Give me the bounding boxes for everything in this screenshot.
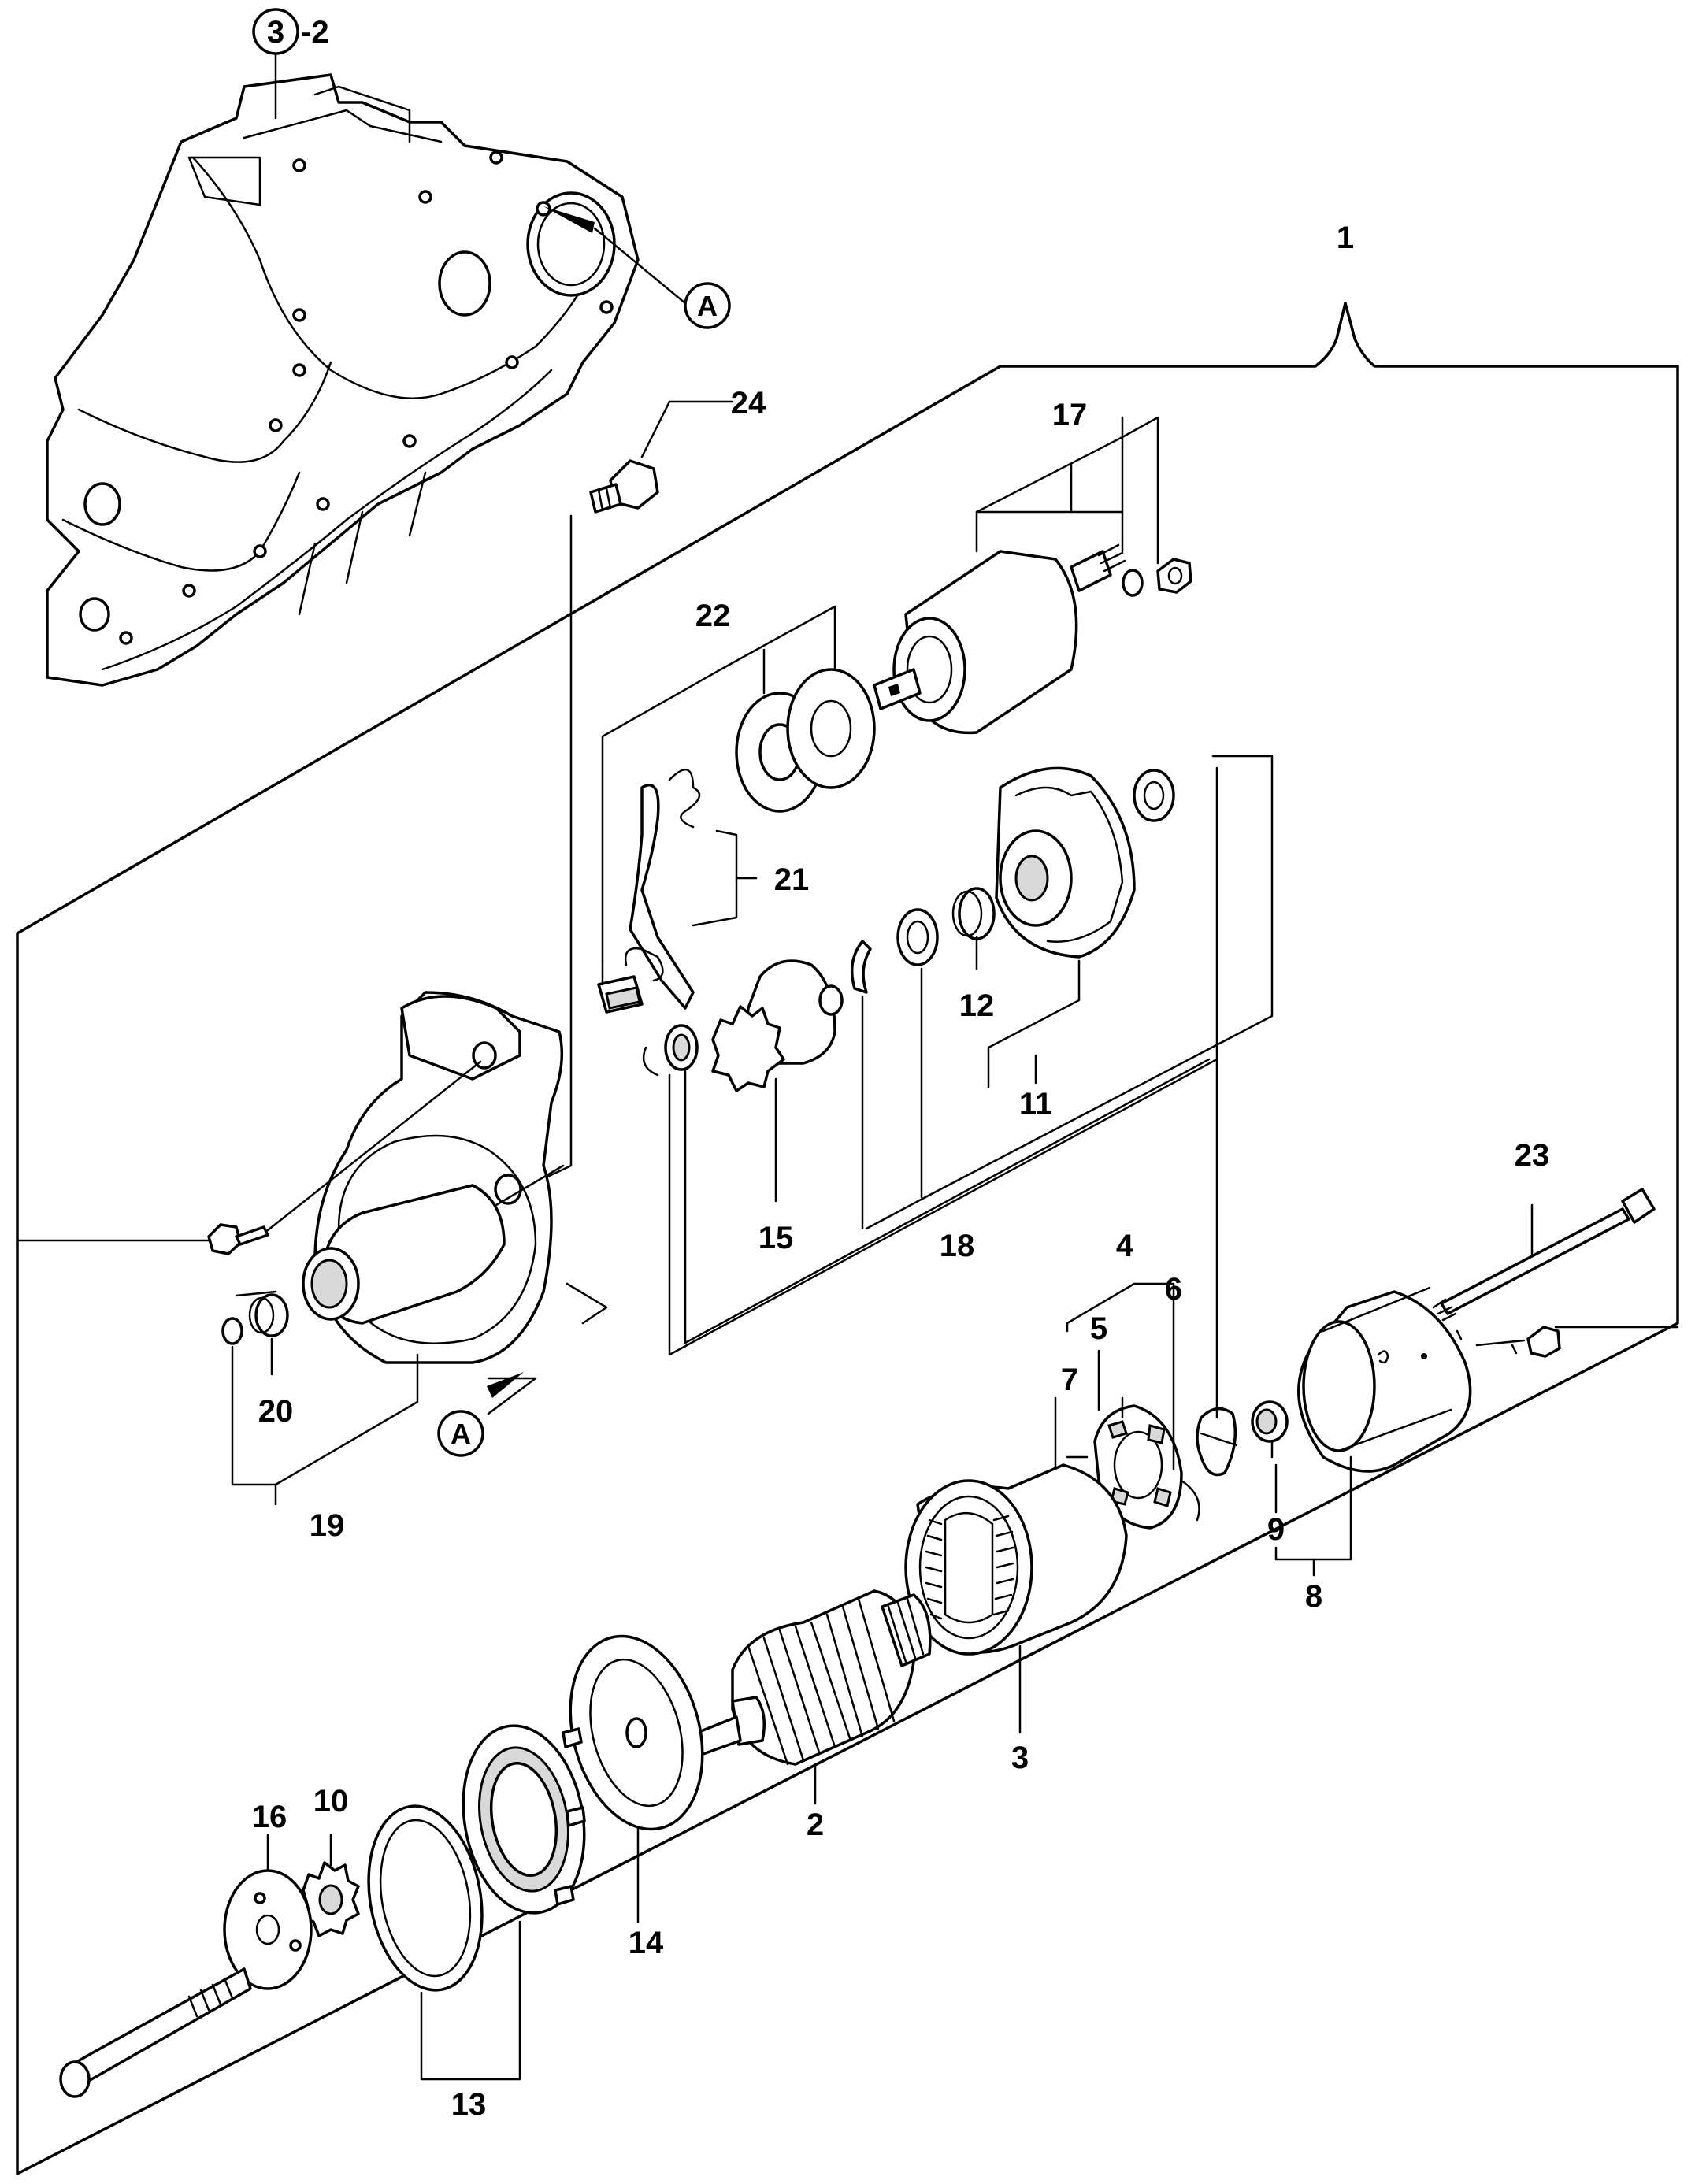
leader-lines [601, 959, 1352, 1577]
gear-case [207, 991, 608, 1506]
callout-12: 12 [959, 988, 995, 1023]
brush-spring-plate [1196, 1407, 1238, 1477]
view-marker-a-upper: A [593, 227, 731, 329]
callout-15: 15 [758, 1221, 794, 1255]
callout-22: 22 [695, 599, 731, 633]
part-14-plate [569, 1634, 704, 1923]
callout-23: 23 [1515, 1138, 1550, 1173]
callout-13: 13 [451, 2087, 487, 2122]
part-13-internal-gear [367, 1724, 586, 2081]
callout-21: 21 [774, 862, 810, 897]
yoke-screw [1456, 1326, 1561, 1358]
part-4-brush-holder [1054, 1282, 1200, 1530]
callout-20: 20 [258, 1394, 294, 1429]
reference-number: 3 [267, 15, 284, 50]
part-21-lever-spring [597, 768, 758, 1014]
part-22-plates [601, 605, 876, 962]
callout-17: 17 [1052, 398, 1088, 432]
callout-7: 7 [1061, 1363, 1078, 1397]
assembly-frame [16, 302, 1679, 2175]
callout-14: 14 [629, 1926, 664, 1960]
part-16-pinion-shaft [59, 1834, 313, 2098]
callout-2: 2 [807, 1808, 824, 1842]
part-3-yoke [904, 1463, 1128, 1734]
view-marker-letter: A [697, 290, 718, 322]
callout-11: 11 [1019, 1087, 1052, 1122]
callout-16: 16 [252, 1800, 287, 1834]
callout-4: 4 [1116, 1229, 1134, 1263]
callout-24: 24 [731, 386, 766, 421]
callout-labels: 1 2 3 4 5 6 7 8 9 10 11 12 13 14 15 16 1… [252, 221, 1550, 2122]
part-18-seals [668, 755, 1274, 1356]
flywheel-housing [46, 73, 640, 687]
reference-suffix: -2 [301, 15, 329, 50]
callout-19: 19 [310, 1508, 345, 1543]
callout-6: 6 [1165, 1272, 1182, 1307]
reference-callout: 3 -2 [252, 8, 329, 120]
part-2-armature [695, 1589, 932, 1805]
part-8-rear-cover [1251, 1286, 1472, 1473]
callout-9: 9 [1267, 1512, 1285, 1547]
callout-3: 3 [1011, 1741, 1029, 1775]
part-17-magnetic-switch [873, 416, 1192, 735]
part-15-pinion [642, 959, 844, 1203]
callout-5: 5 [1090, 1311, 1107, 1346]
callout-8: 8 [1305, 1579, 1322, 1614]
view-marker-a-lower: A [437, 1372, 537, 1457]
callout-18: 18 [940, 1229, 975, 1263]
callout-1: 1 [1337, 221, 1354, 255]
part-11-clutch-housing [951, 766, 1175, 1088]
callout-10: 10 [313, 1784, 349, 1819]
view-marker-letter-lower: A [451, 1418, 471, 1450]
part-23-through-bolt [1432, 1188, 1656, 1322]
